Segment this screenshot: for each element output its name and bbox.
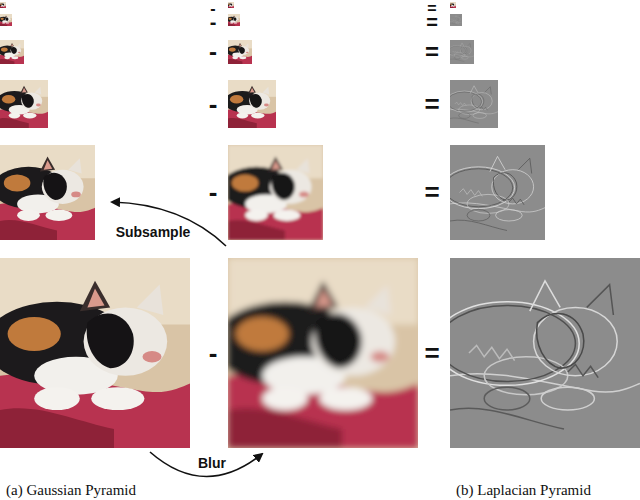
- minus-sign: -: [209, 340, 218, 366]
- minus-sign: -: [209, 179, 218, 205]
- subsample-arrow: [112, 202, 226, 246]
- blur-arrow: [150, 452, 262, 477]
- minus-sign: -: [210, 12, 217, 32]
- equals-sign: =: [424, 340, 439, 366]
- panel-caption: (a) Gaussian Pyramid: [6, 483, 136, 498]
- equals-sign: =: [424, 179, 439, 205]
- minus-sign: -: [209, 91, 218, 117]
- gaussian-images: [0, 2, 190, 448]
- equals-sign: =: [426, 12, 438, 32]
- blurred-images: [213, 2, 418, 448]
- panel-caption: (b) Laplacian Pyramid: [456, 483, 591, 498]
- equals-sign: =: [424, 91, 439, 117]
- minus-sign: -: [209, 40, 217, 64]
- operation-label: Subsample: [116, 225, 191, 239]
- laplacian-images: [435, 2, 640, 448]
- equals-sign: =: [425, 40, 439, 64]
- operation-label: Blur: [198, 456, 226, 470]
